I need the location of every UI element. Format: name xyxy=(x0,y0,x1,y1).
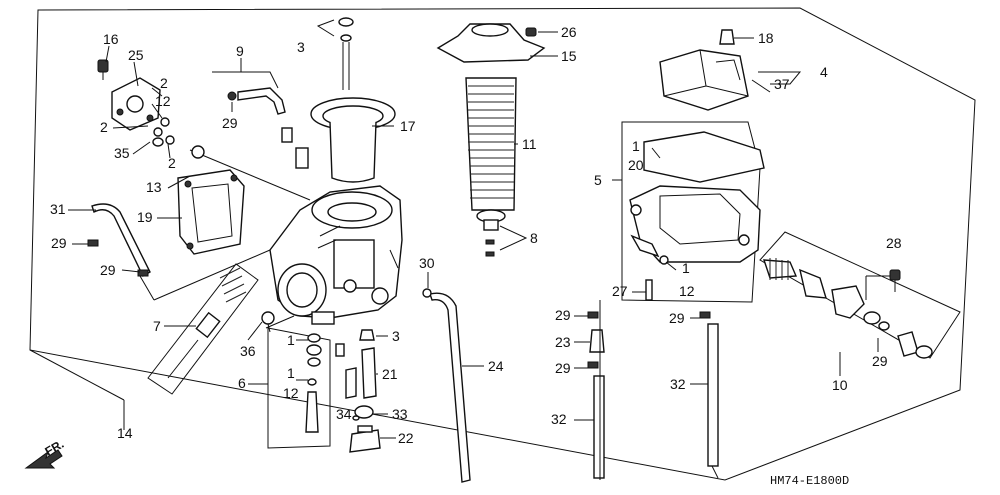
callout-33: 33 xyxy=(392,406,408,422)
part-16-screw xyxy=(97,59,109,80)
callout-29: 29 xyxy=(100,262,116,278)
part-33-34 xyxy=(352,405,374,421)
callout-12: 12 xyxy=(155,93,171,109)
part-6-jets xyxy=(267,327,331,449)
callout-32: 32 xyxy=(551,411,567,427)
part-31-hose xyxy=(87,203,151,277)
leader-lines xyxy=(29,19,890,439)
callout-3: 3 xyxy=(297,39,305,55)
part-18-bulb xyxy=(719,29,735,45)
callout-2: 2 xyxy=(168,155,176,171)
callout-30: 30 xyxy=(419,255,435,271)
part-7-assembly xyxy=(147,263,259,395)
callout-labels: 16 25 2 12 2 35 2 9 29 3 17 13 31 19 29 … xyxy=(50,24,902,446)
diagram-border xyxy=(29,7,976,481)
part-32-tube-left xyxy=(593,375,605,479)
callout-35: 35 xyxy=(114,145,130,161)
part-24-hose xyxy=(422,288,471,483)
diagram-code: HM74-E1800D xyxy=(770,474,849,488)
callout-1: 1 xyxy=(287,365,295,381)
part-36-bolt xyxy=(261,311,275,333)
callout-10: 10 xyxy=(832,377,848,393)
part-2-orings xyxy=(153,117,175,145)
callout-3: 3 xyxy=(392,328,400,344)
part-23-fitting xyxy=(587,311,605,369)
callout-7: 7 xyxy=(153,318,161,334)
callout-24: 24 xyxy=(488,358,504,374)
callout-32: 32 xyxy=(670,376,686,392)
callout-8: 8 xyxy=(530,230,538,246)
callout-20: 20 xyxy=(628,157,644,173)
callout-14: 14 xyxy=(117,425,133,441)
part-26-screw xyxy=(525,27,537,37)
callout-12: 12 xyxy=(679,283,695,299)
part-4-heater xyxy=(659,49,749,111)
part-17-diaphragm xyxy=(310,97,396,183)
part-25-pump-cover xyxy=(111,77,161,131)
callout-29: 29 xyxy=(51,235,67,251)
callout-18: 18 xyxy=(758,30,774,46)
callout-6: 6 xyxy=(238,375,246,391)
callout-29: 29 xyxy=(555,307,571,323)
callout-2: 2 xyxy=(160,75,168,91)
callout-28: 28 xyxy=(886,235,902,251)
direction-arrow-icon xyxy=(24,449,63,469)
part-10-valve xyxy=(759,231,961,359)
callout-15: 15 xyxy=(561,48,577,64)
part-1-12-screw xyxy=(630,234,669,265)
part-8-needle xyxy=(476,209,506,257)
callout-17: 17 xyxy=(400,118,416,134)
callout-11: 11 xyxy=(522,136,537,152)
part-3-screw-small xyxy=(359,329,375,341)
callout-21: 21 xyxy=(382,366,398,382)
part-27-screw xyxy=(645,279,653,301)
callout-19: 19 xyxy=(137,209,153,225)
callout-34: 34 xyxy=(336,406,352,422)
callout-23: 23 xyxy=(555,334,571,350)
part-9-tube xyxy=(227,87,309,169)
callout-29: 29 xyxy=(872,353,888,369)
callout-1: 1 xyxy=(682,260,690,276)
part-28-screw xyxy=(889,269,901,292)
part-15-top-cap xyxy=(436,23,546,63)
callout-29: 29 xyxy=(669,310,685,326)
callout-1: 1 xyxy=(632,138,640,154)
part-3-screw xyxy=(338,17,354,90)
part-37-pin xyxy=(751,79,771,93)
callout-16: 16 xyxy=(103,31,119,47)
callout-25: 25 xyxy=(128,47,144,63)
callout-29: 29 xyxy=(222,115,238,131)
callout-31: 31 xyxy=(50,201,66,217)
callout-13: 13 xyxy=(146,179,162,195)
part-11-bellows xyxy=(465,77,517,211)
callout-36: 36 xyxy=(240,343,256,359)
callout-9: 9 xyxy=(236,43,244,59)
callout-37: 37 xyxy=(774,76,790,92)
callout-12: 12 xyxy=(283,385,299,401)
callout-5: 5 xyxy=(594,172,602,188)
part-5-float-chamber xyxy=(621,121,765,303)
part-32-tube-right xyxy=(699,311,719,467)
part-21 xyxy=(335,343,377,399)
callout-22: 22 xyxy=(398,430,414,446)
part-carburetor-body xyxy=(269,185,403,325)
part-35 xyxy=(152,137,164,147)
callout-4: 4 xyxy=(820,64,828,80)
callout-1: 1 xyxy=(287,332,295,348)
callout-29: 29 xyxy=(555,360,571,376)
part-22-plug xyxy=(349,425,381,453)
callout-2: 2 xyxy=(100,119,108,135)
callout-27: 27 xyxy=(612,283,628,299)
callout-26: 26 xyxy=(561,24,577,40)
part-19-cover xyxy=(177,169,245,255)
